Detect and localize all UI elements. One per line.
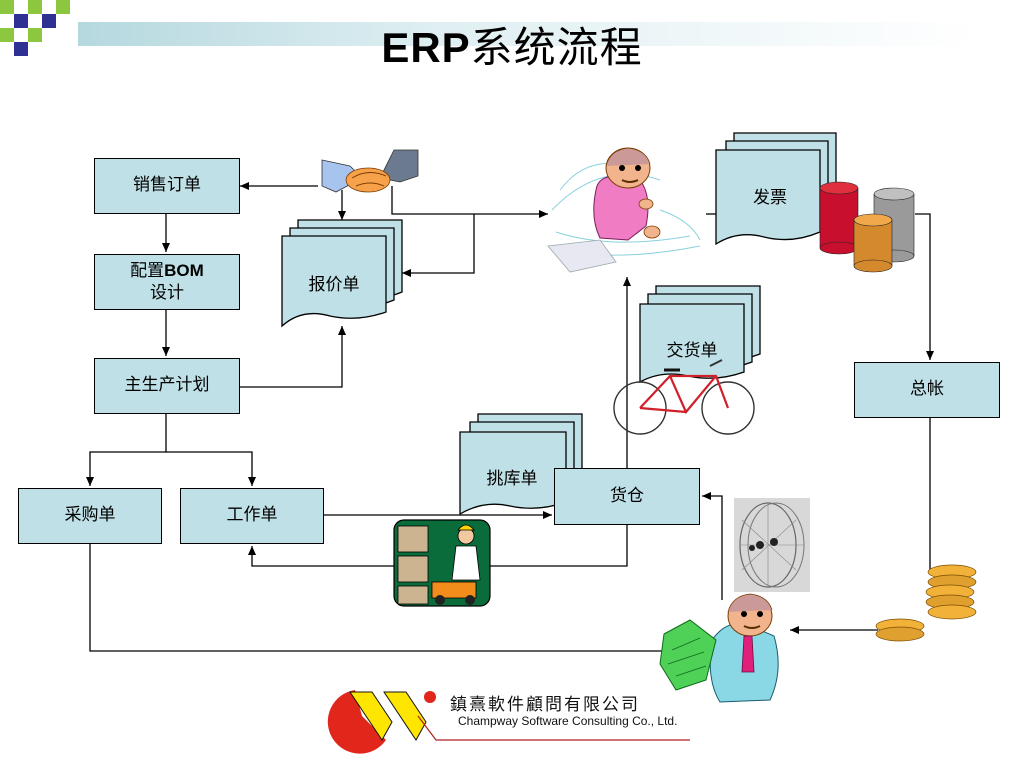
picking-document: [459, 413, 583, 516]
master-production-plan-label: 主生产计划: [124, 375, 210, 396]
work-order-label: 工作单: [226, 505, 278, 526]
sales-order-label: 销售订单: [133, 175, 201, 196]
sales-order-box: 销售订单: [94, 158, 240, 214]
header-band: [78, 22, 978, 46]
gold-coins-icon: [875, 564, 977, 642]
bom-label-line2: 设计: [150, 282, 184, 303]
page-title: ERP系统流程: [0, 14, 1024, 75]
quotation-document: [281, 219, 403, 328]
invoice-document: [715, 132, 837, 246]
quotation-label: 报价单: [308, 275, 360, 295]
bom-label-prefix: 配置: [130, 261, 165, 282]
delivery-document: [639, 285, 761, 384]
invoice-label: 发票: [753, 188, 787, 208]
master-production-plan-box: 主生产计划: [94, 358, 240, 414]
corner-squares-icon: [0, 0, 70, 56]
general-ledger-label: 总帐: [910, 379, 944, 400]
bom-design-box: 配置BOM 设计: [94, 254, 240, 310]
forklift-worker-icon: [393, 519, 491, 607]
bom-label-bold: BOM: [164, 261, 204, 281]
delivery-label: 交货单: [666, 341, 718, 361]
company-name-cn: 鎮熹軟件顧問有限公司: [450, 695, 640, 715]
gear-wheel-icon: [734, 498, 810, 592]
customer-figure-icon: [547, 147, 701, 273]
purchase-order-label: 采购单: [64, 505, 116, 526]
company-logo: [327, 690, 690, 754]
title-latin: ERP: [381, 24, 471, 71]
coin-stacks-icon: [819, 181, 915, 273]
bicycle-icon: [613, 359, 755, 435]
handshake-icon: [321, 149, 419, 193]
purchase-order-box: 采购单: [18, 488, 162, 544]
buyer-figure-icon: [659, 593, 779, 703]
general-ledger-box: 总帐: [854, 362, 1000, 418]
company-name-en: Champway Software Consulting Co., Ltd.: [458, 714, 678, 728]
warehouse-label: 货仓: [610, 485, 644, 506]
picking-label: 挑库单: [486, 469, 538, 489]
title-cn: 系统流程: [470, 23, 643, 72]
bom-label-line1: 配置BOM: [130, 260, 204, 282]
work-order-box: 工作单: [180, 488, 324, 544]
warehouse-box: 货仓: [554, 468, 700, 525]
